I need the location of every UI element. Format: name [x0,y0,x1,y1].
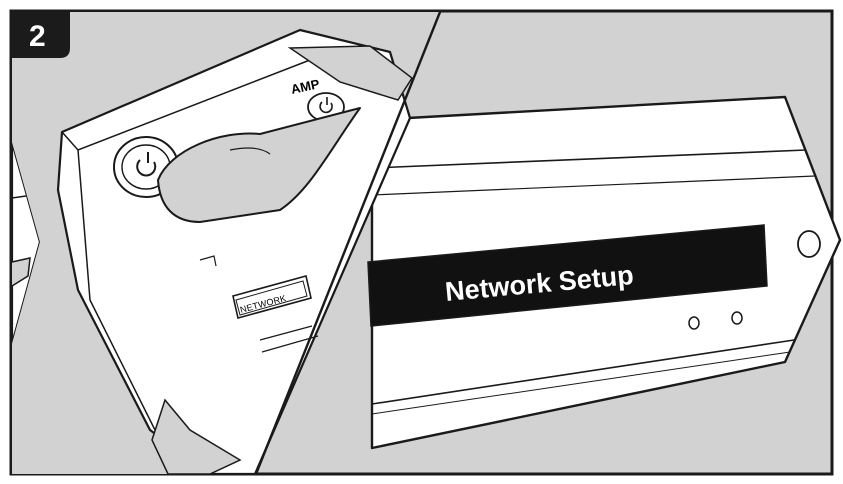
step-badge: 2 [12,12,70,58]
panel-divider [254,11,442,475]
amp-label: AMP [290,76,322,97]
amp-power-icon [319,97,333,114]
step-number: 2 [29,20,46,53]
pressing-finger [157,107,361,223]
front-display: Network Setup [367,224,768,327]
power-icon [136,152,157,177]
front-jack-right [731,311,743,325]
front-jack-left [688,316,700,330]
remote-panel: AMP NETWORK [12,12,440,476]
volume-knob [797,230,821,258]
